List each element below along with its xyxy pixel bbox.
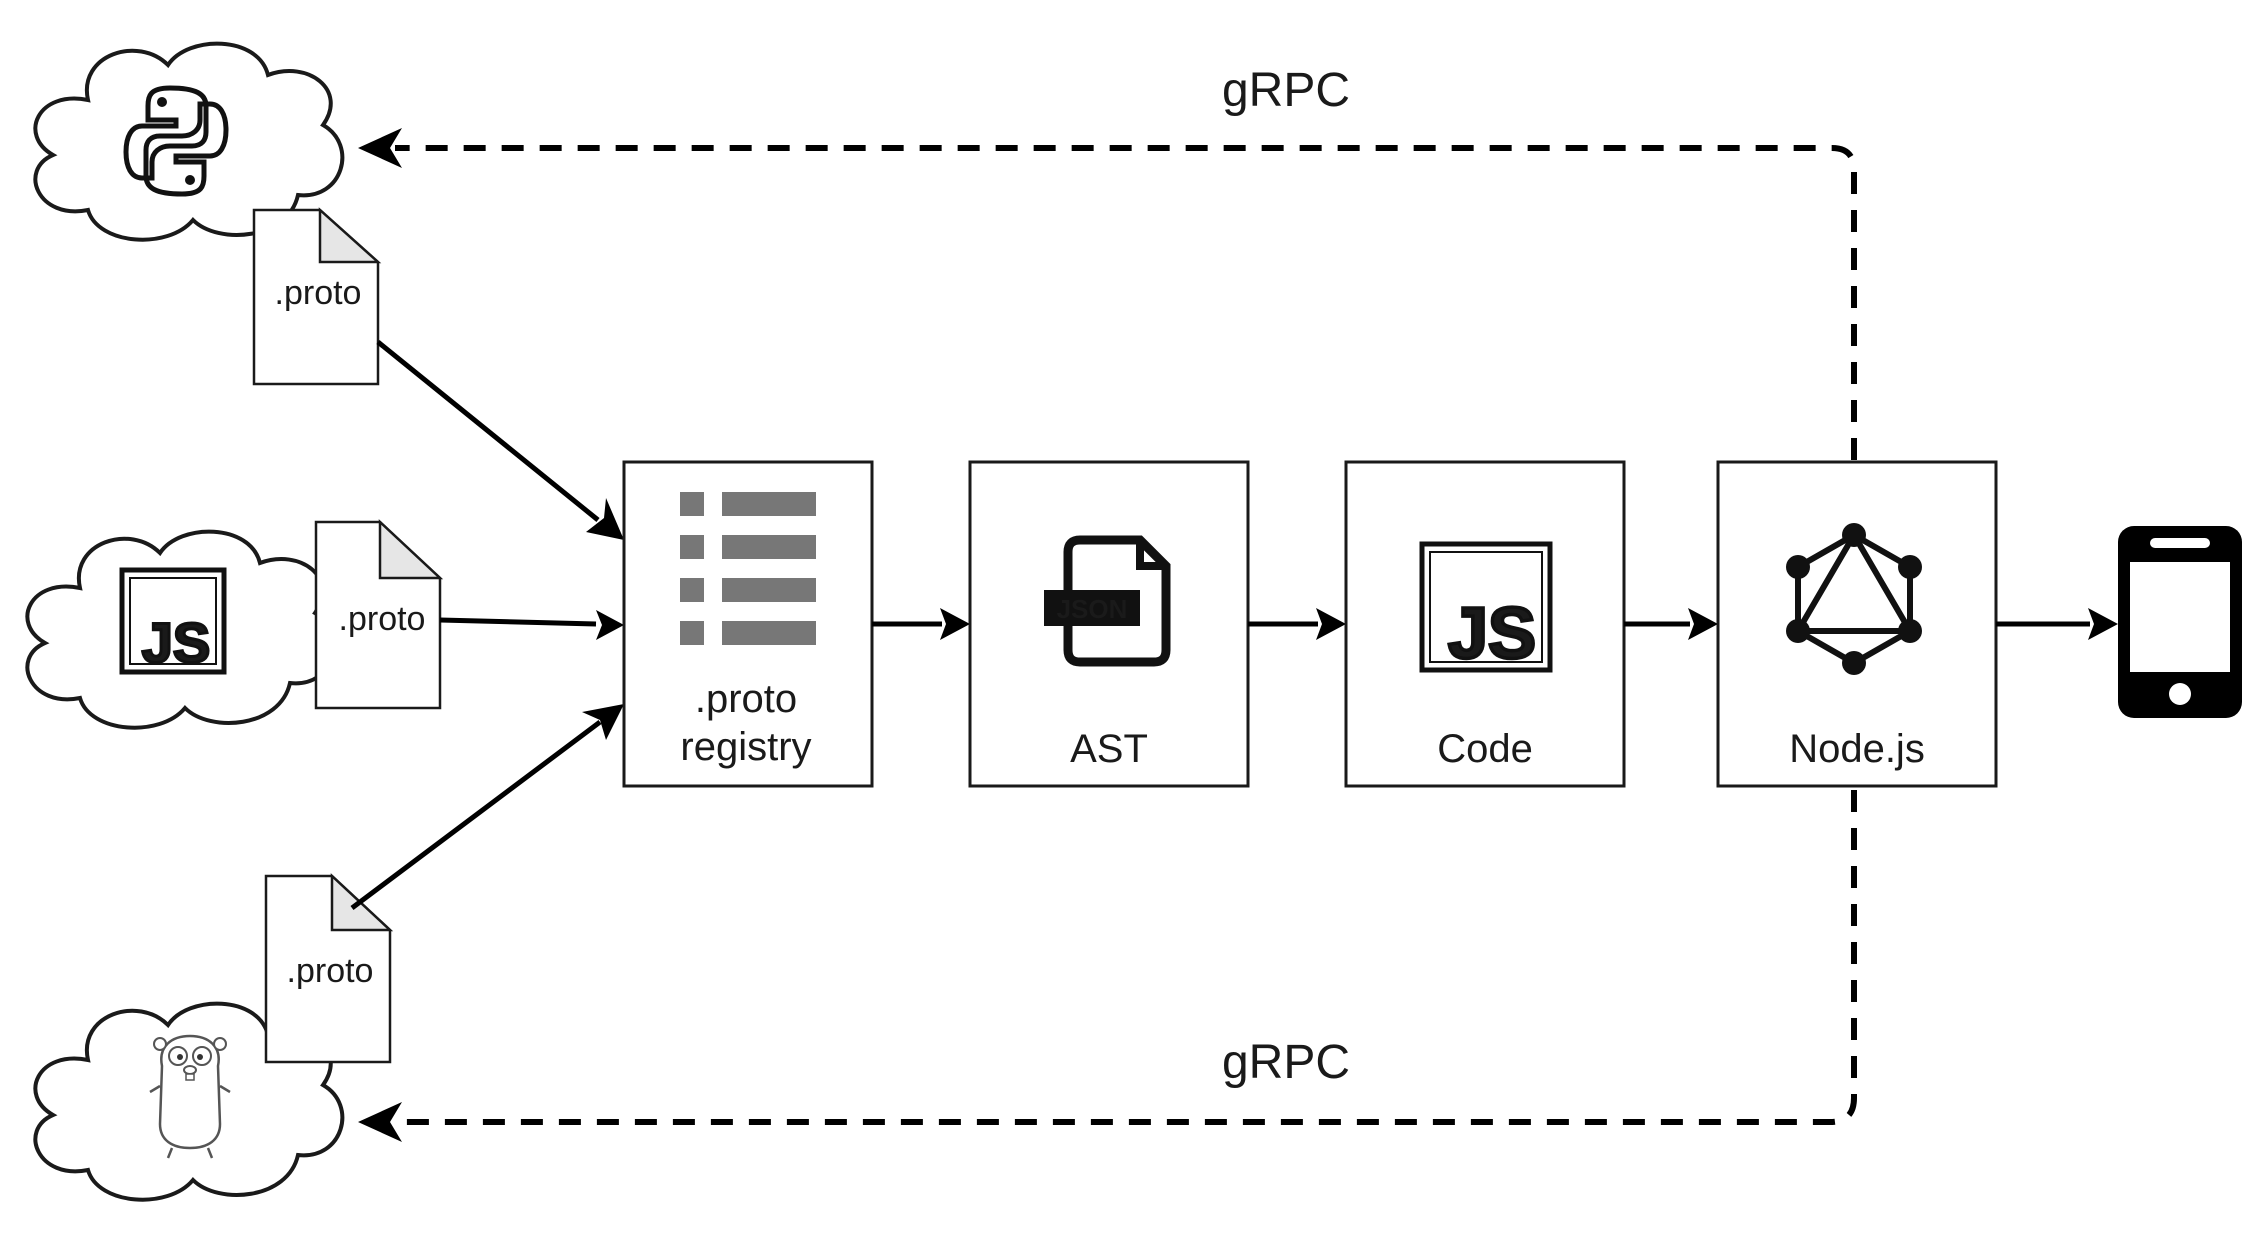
nodejs-node: Node.js xyxy=(1716,460,1998,788)
proto-file-go: .proto xyxy=(264,873,394,1064)
input-arrow-go xyxy=(350,704,624,910)
smartphone-icon xyxy=(2118,526,2242,718)
proto-file-javascript: .proto xyxy=(314,519,444,710)
javascript-icon: JS xyxy=(119,567,227,676)
registry-label-line1: .proto xyxy=(695,677,797,721)
code-node: JS Code xyxy=(1344,460,1626,788)
json-icon-text: JSON xyxy=(1057,594,1128,624)
arrow-ast-to-code xyxy=(1248,608,1346,640)
nodejs-label: Node.js xyxy=(1789,727,1925,771)
grpc-bottom-label: gRPC xyxy=(1222,1036,1350,1089)
go-service-cloud xyxy=(33,1001,345,1202)
list-icon xyxy=(680,492,816,645)
proto-registry-node: .proto registry xyxy=(622,460,874,788)
python-icon xyxy=(123,85,229,197)
proto-file-label: .proto xyxy=(339,600,426,638)
javascript-icon-text: JS xyxy=(142,611,211,674)
grpc-top-edge xyxy=(358,128,1857,460)
code-label: Code xyxy=(1437,727,1533,771)
arrow-registry-to-ast xyxy=(872,608,970,640)
ast-node: JSON AST xyxy=(968,460,1250,788)
input-arrow-javascript xyxy=(439,610,624,640)
grpc-bottom-edge xyxy=(358,790,1857,1142)
python-service-cloud xyxy=(33,41,345,242)
proto-file-label: .proto xyxy=(287,952,374,990)
input-arrow-python xyxy=(376,340,624,540)
json-file-icon: JSON xyxy=(1044,535,1171,667)
arrow-code-to-nodejs xyxy=(1624,608,1718,640)
arrow-nodejs-to-client xyxy=(1996,608,2118,640)
go-gopher-icon xyxy=(149,1034,231,1159)
grpc-top-label: gRPC xyxy=(1222,64,1350,117)
proto-file-label: .proto xyxy=(275,274,362,312)
javascript-service-cloud: JS xyxy=(25,529,337,730)
javascript-icon-text: JS xyxy=(1448,594,1536,674)
proto-file-python: .proto xyxy=(252,207,382,386)
ast-label: AST xyxy=(1070,727,1148,771)
registry-label-line2: registry xyxy=(680,725,811,769)
graphql-icon xyxy=(1786,523,1922,675)
javascript-icon: JS xyxy=(1419,541,1553,676)
